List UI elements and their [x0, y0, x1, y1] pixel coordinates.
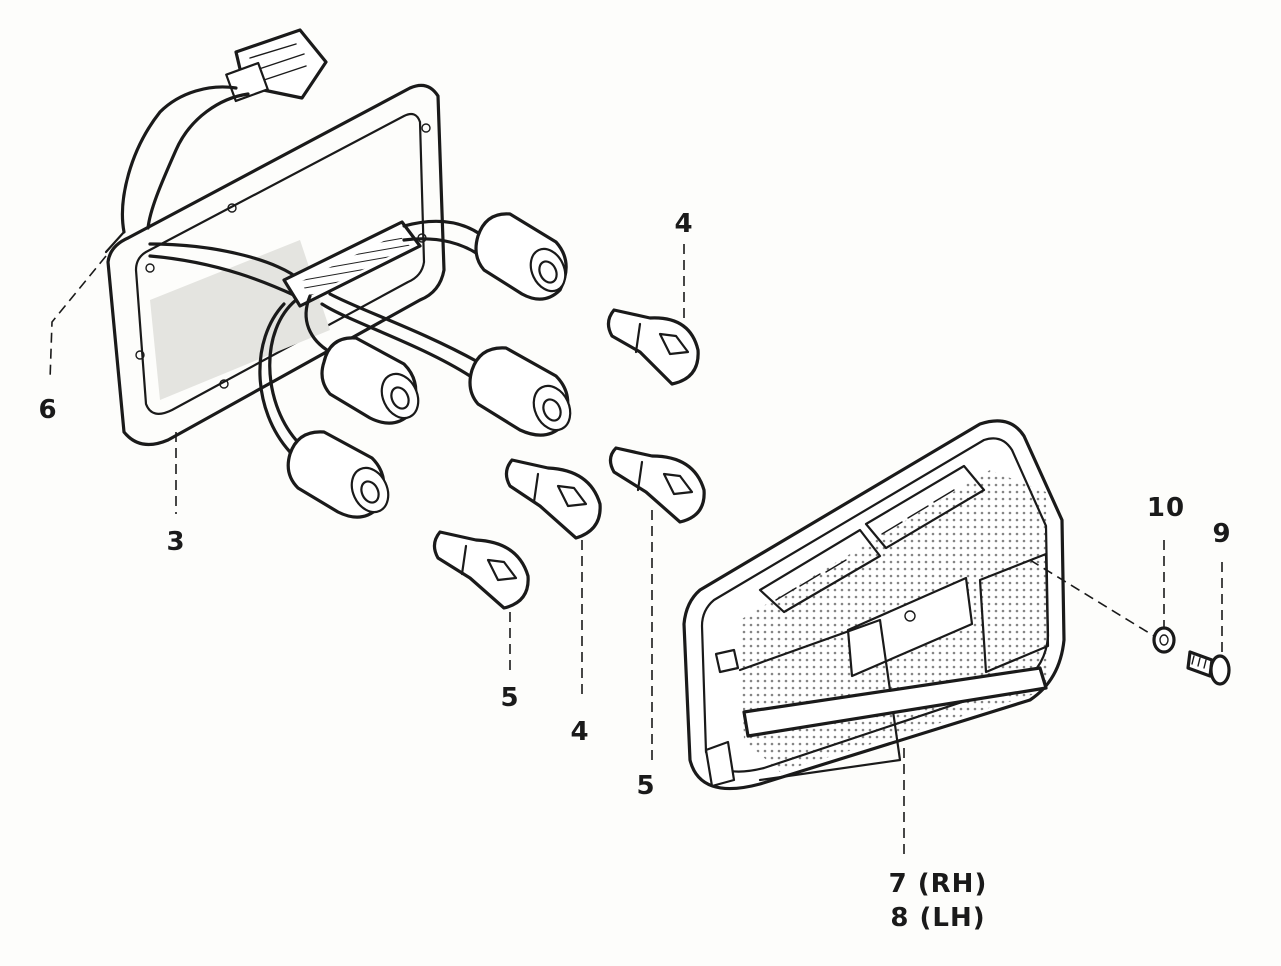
label-part-4-upper: 4: [674, 209, 693, 239]
label-part-10: 10: [1147, 493, 1185, 523]
washer: [1152, 626, 1176, 654]
label-part-7-rh: 7 (RH): [889, 869, 988, 899]
label-part-5-right: 5: [636, 771, 655, 801]
label-part-5-left: 5: [500, 683, 519, 713]
leader-lines: [49, 244, 1223, 854]
bulb-5-left: [432, 530, 530, 610]
part-labels: 4 6 3 5 4 5 10 9 7 (RH) 8 (LH): [38, 209, 1231, 933]
label-part-4-lower: 4: [570, 717, 589, 747]
label-part-8-lh: 8 (LH): [890, 903, 985, 933]
bulb-4-upper: [606, 308, 700, 386]
socket-middle-left: [320, 336, 420, 425]
socket-bottom: [286, 430, 390, 519]
label-part-9: 9: [1212, 519, 1231, 549]
lamp-lens-assembly: [682, 419, 1066, 791]
screw: [1186, 650, 1231, 686]
bulb-5-right: [608, 446, 706, 524]
label-part-3: 3: [166, 527, 185, 557]
socket-top: [474, 212, 568, 301]
bulb-4-lower: [504, 458, 602, 540]
socket-middle-right: [468, 346, 572, 437]
harness-connector: [225, 28, 328, 103]
label-part-6: 6: [38, 395, 57, 425]
